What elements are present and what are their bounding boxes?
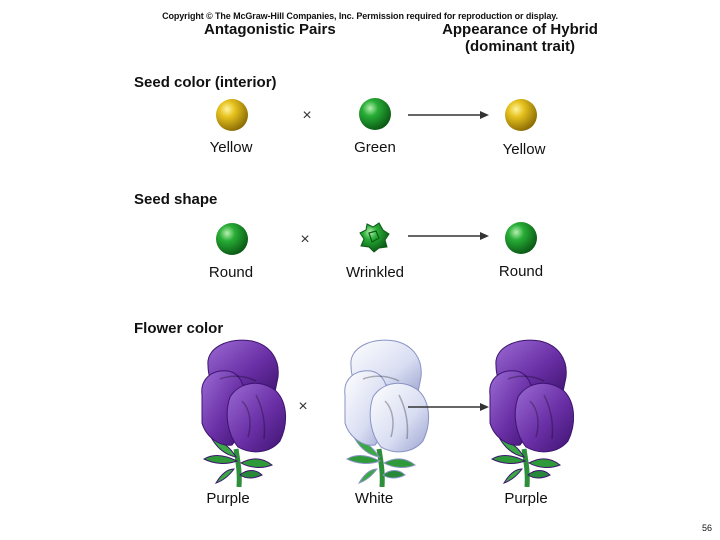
section-seed-shape: Seed shape <box>134 191 218 208</box>
purple-flower-hybrid-icon <box>478 337 578 487</box>
section-flower-color: Flower color <box>134 320 224 337</box>
round-seed-icon <box>216 223 248 255</box>
cross-symbol: × <box>298 398 308 415</box>
arrow-icon <box>408 111 489 119</box>
header-hybrid-line2: (dominant trait) <box>465 38 575 55</box>
white-flower-icon <box>333 337 433 487</box>
header-hybrid-line1: Appearance of Hybrid <box>442 21 598 38</box>
yellow-seed-icon <box>216 99 248 131</box>
page-number: 56 <box>701 523 712 533</box>
label-parent2: White <box>354 490 394 507</box>
label-parent2: Wrinkled <box>345 264 405 281</box>
label-hybrid: Purple <box>504 490 548 507</box>
label-hybrid: Round <box>498 263 544 280</box>
label-parent1: Round <box>208 264 254 281</box>
round-seed-hybrid-icon <box>505 222 537 254</box>
header-hybrid-appearance: Appearance of Hybrid (dominant trait) <box>430 21 610 55</box>
copyright-notice: Copyright © The McGraw-Hill Companies, I… <box>162 11 558 21</box>
header-antagonistic-pairs: Antagonistic Pairs <box>204 21 336 38</box>
label-parent1: Purple <box>206 490 250 507</box>
label-parent1: Yellow <box>209 139 253 156</box>
label-hybrid: Yellow <box>502 141 546 158</box>
yellow-seed-hybrid-icon <box>505 99 537 131</box>
wrinkled-seed-icon <box>359 222 390 253</box>
label-parent2: Green <box>354 139 396 156</box>
green-seed-icon <box>359 98 391 130</box>
arrow-icon <box>408 403 489 411</box>
cross-symbol: × <box>302 107 312 124</box>
purple-flower-icon <box>190 337 290 487</box>
arrow-icon <box>408 232 489 240</box>
section-seed-color: Seed color (interior) <box>134 74 277 91</box>
cross-symbol: × <box>300 231 310 248</box>
